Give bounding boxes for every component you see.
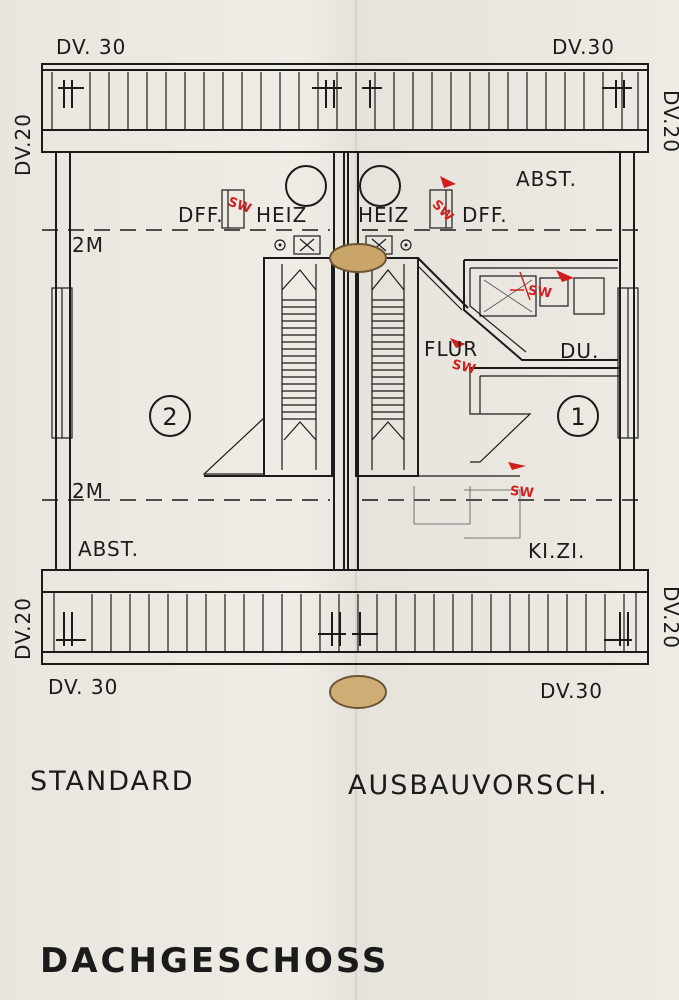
punch-hole-bottom bbox=[329, 675, 387, 709]
label-dff-left: DFF. bbox=[178, 203, 224, 227]
label-abst-top: ABST. bbox=[516, 167, 577, 191]
label-heiz-right: HEIZ bbox=[358, 203, 409, 227]
stair-right bbox=[355, 257, 520, 477]
stamp-sw-3: SW bbox=[527, 283, 553, 301]
unit-1-circle bbox=[557, 395, 599, 437]
bathroom-area bbox=[413, 259, 620, 539]
dim-bottom-right: DV.30 bbox=[540, 679, 603, 703]
stair-left bbox=[202, 257, 333, 477]
dim-right-bottom: DV.20 bbox=[659, 586, 679, 649]
dim-right-top: DV.20 bbox=[659, 90, 679, 153]
label-abst-bottom: ABST. bbox=[78, 537, 139, 561]
dim-left-top: DV.20 bbox=[11, 113, 35, 176]
label-kizi: KI.ZI. bbox=[528, 539, 585, 563]
punch-hole-top bbox=[329, 243, 387, 273]
stamp-sw-5: SW bbox=[509, 484, 534, 501]
unit-1-number: 1 bbox=[570, 403, 585, 431]
unit-2-number: 2 bbox=[162, 403, 177, 431]
label-height-bottom: 2M bbox=[72, 479, 104, 503]
label-heiz-left: HEIZ bbox=[256, 203, 307, 227]
stamp-sw-4: SW bbox=[450, 357, 477, 377]
dim-left-bottom: DV.20 bbox=[11, 597, 35, 660]
dim-top-left: DV. 30 bbox=[56, 35, 126, 59]
label-flur: FLUR bbox=[424, 337, 478, 361]
walls bbox=[51, 152, 639, 570]
stamp-sw-1: SW bbox=[226, 195, 253, 217]
top-balcony bbox=[41, 63, 649, 153]
caption-variant: AUSBAUVORSCH. bbox=[348, 770, 609, 801]
label-dff-right: DFF. bbox=[462, 203, 508, 227]
dim-top-right: DV.30 bbox=[552, 35, 615, 59]
caption-floor: DACHGESCHOSS bbox=[40, 941, 389, 981]
heating-units bbox=[221, 165, 453, 255]
label-height-top: 2M bbox=[72, 233, 104, 257]
caption-standard: STANDARD bbox=[30, 766, 195, 797]
dim-bottom-left: DV. 30 bbox=[48, 675, 118, 699]
unit-2-circle bbox=[149, 395, 191, 437]
label-du: DU. bbox=[560, 339, 599, 363]
bottom-balcony bbox=[41, 569, 649, 665]
